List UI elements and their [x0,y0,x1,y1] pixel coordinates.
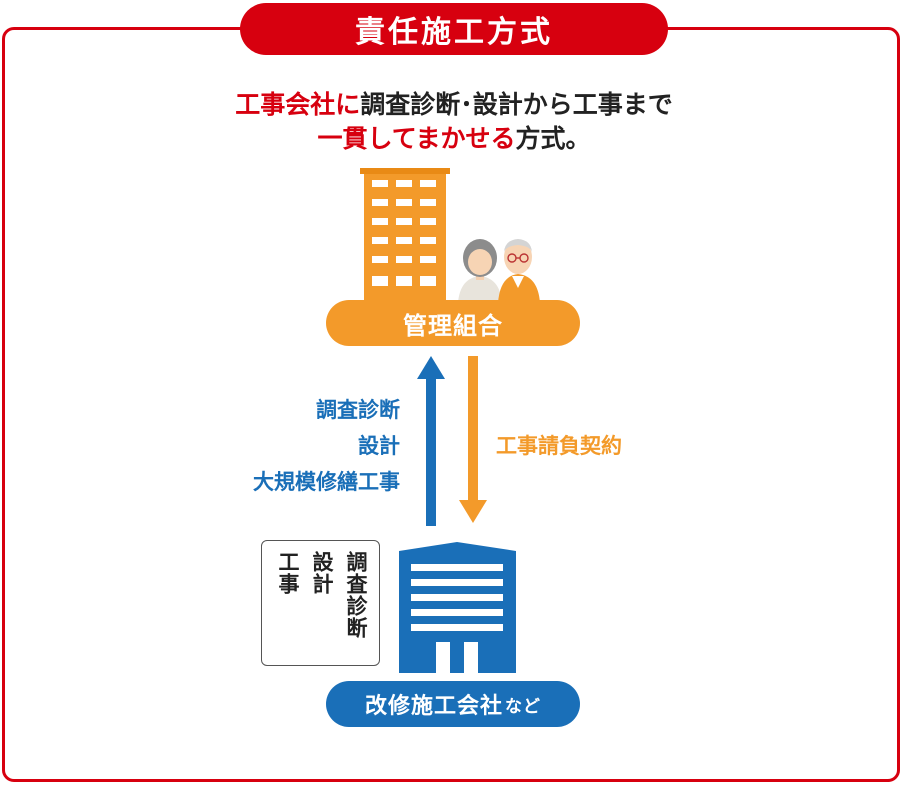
description-highlight-2: 一貫してまかせる [317,124,516,153]
down-arrow-icon [459,356,487,523]
description-text-1: 調査診断･設計から工事まで [360,90,673,119]
description-line-1: 工事会社に調査診断･設計から工事まで [100,88,808,122]
description-highlight-1: 工事会社に [235,90,361,119]
resident-man-icon [498,239,540,303]
contractor-suffix: など [505,696,541,717]
service-labels: 調査診断 設計 大規模修繕工事 [253,392,400,500]
service-label-survey: 調査診断 [316,398,400,422]
description-line-2: 一貫してまかせる方式。 [100,122,808,156]
scope-item-survey: 調査診断 [344,551,368,639]
client-pill: 管理組合 [326,300,580,346]
contractor-pill: 改修施工会社など [326,681,580,727]
description-text-2: 方式。 [515,124,591,153]
client-label: 管理組合 [403,311,503,340]
up-arrow-icon [417,356,445,526]
scope-box: 調査診断 設計 工事 [261,540,380,666]
contract-label: 工事請負契約 [496,434,622,458]
office-building-icon [399,542,516,673]
service-label-repair: 大規模修繕工事 [253,470,400,494]
description: 工事会社に調査診断･設計から工事まで 一貫してまかせる方式。 [100,88,808,156]
scope-item-construction: 工事 [276,551,300,595]
scope-item-design: 設計 [310,551,334,595]
resident-woman-icon [458,239,502,303]
contractor-label: 改修施工会社 [364,694,503,719]
service-label-design: 設計 [358,434,400,458]
diagram-title: 責任施工方式 [240,3,668,55]
apartment-building-icon [360,168,450,306]
